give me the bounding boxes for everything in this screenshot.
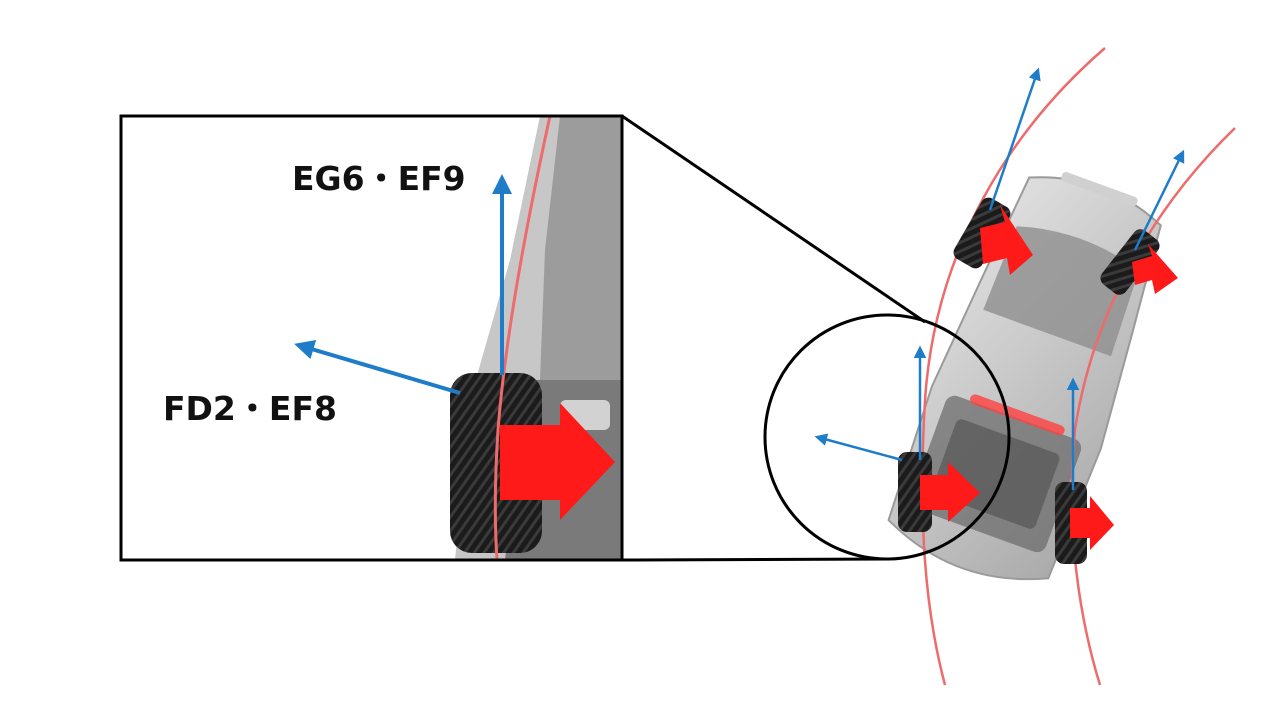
- red-force-arrow-large: [500, 403, 615, 520]
- tire-icon: [898, 452, 932, 532]
- blue-direction-arrow: [988, 67, 1041, 211]
- zoom-frame: [119, 114, 624, 562]
- track-line-zoom: [493, 116, 552, 560]
- zoom-connector-top: [621, 114, 926, 324]
- tire-icon: [1100, 229, 1160, 295]
- zoom-box: EG6・EF9 FD2・EF8: [119, 114, 624, 562]
- red-force-arrow: [980, 205, 1033, 275]
- red-force-arrow: [1070, 496, 1114, 550]
- blue-direction-arrow: [1133, 149, 1185, 251]
- zoom-connector-bottom: [621, 557, 891, 562]
- red-force-arrow: [1132, 244, 1178, 294]
- blue-arrow-fd2: [294, 339, 461, 395]
- track-line-left: [921, 47, 1106, 686]
- blue-direction-arrow: [814, 433, 903, 462]
- track-line-right: [1070, 127, 1236, 686]
- label-eg6-ef9: EG6・EF9: [292, 159, 466, 198]
- label-fd2-ef8: FD2・EF8: [163, 389, 337, 428]
- rear-right-tire: [1100, 229, 1160, 295]
- red-force-arrow: [920, 462, 980, 522]
